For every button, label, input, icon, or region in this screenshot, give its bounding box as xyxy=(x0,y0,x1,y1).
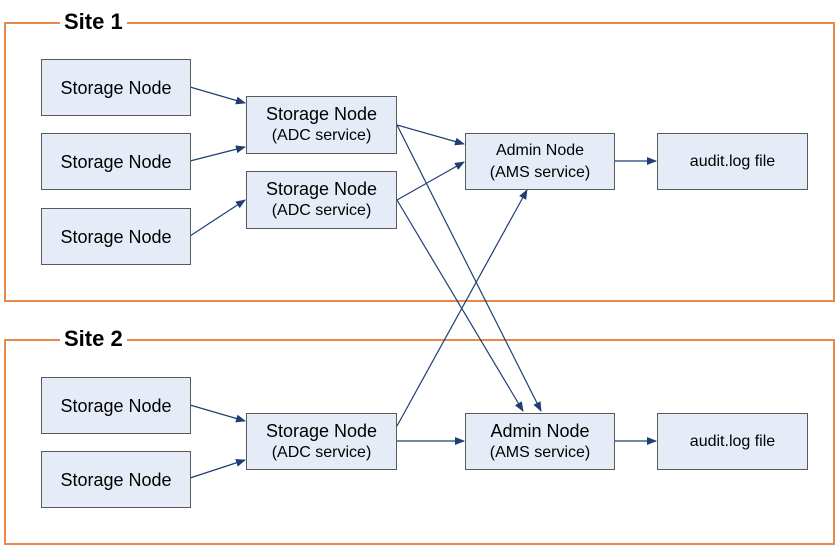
node-service: (ADC service) xyxy=(271,202,372,219)
node-title: Storage Node xyxy=(265,420,378,441)
node-label: Storage Node xyxy=(60,77,172,98)
node-service: (ADC service) xyxy=(271,127,372,144)
node-service: (AMS service) xyxy=(489,443,591,461)
arrow-s1-sn3-to-adc2 xyxy=(189,199,246,237)
site2-storage-node-1: Storage Node xyxy=(41,377,191,434)
node-title: Admin Node xyxy=(490,420,590,441)
site1-adc-node-2: Storage Node (ADC service) xyxy=(246,171,397,229)
node-service: (AMS service) xyxy=(489,163,591,181)
arrow-adc1-to-admin2 xyxy=(396,124,542,412)
site-1-label: Site 1 xyxy=(60,10,127,34)
site1-storage-node-1: Storage Node xyxy=(41,59,191,116)
site-1-container xyxy=(4,22,835,302)
arrow-s2-sn1-to-adc xyxy=(189,404,246,423)
arrow-s2-sn2-to-adc xyxy=(189,458,246,479)
node-title: Admin Node xyxy=(495,141,585,159)
site1-storage-node-3: Storage Node xyxy=(41,208,191,265)
arrow-s1-sn2-to-adc1 xyxy=(189,145,246,162)
site1-adc-node-1: Storage Node (ADC service) xyxy=(246,96,397,154)
node-label: Storage Node xyxy=(60,226,172,247)
arrow-s2adc-to-admin1 xyxy=(396,189,528,427)
node-label: Storage Node xyxy=(60,151,172,172)
site2-audit-log-file: audit.log file xyxy=(657,413,808,470)
site1-audit-log-file: audit.log file xyxy=(657,133,808,190)
arrow-adc2-to-admin1 xyxy=(396,161,465,201)
site2-admin-node: Admin Node (AMS service) xyxy=(465,413,615,470)
file-label: audit.log file xyxy=(689,432,776,450)
site-2-label: Site 2 xyxy=(60,327,127,351)
node-service: (ADC service) xyxy=(271,443,372,461)
arrow-adc1-to-admin1 xyxy=(396,124,465,146)
file-label: audit.log file xyxy=(689,152,776,170)
node-label: Storage Node xyxy=(60,469,172,490)
arrow-s1-sn1-to-adc1 xyxy=(189,86,246,105)
site1-storage-node-2: Storage Node xyxy=(41,133,191,190)
arrow-adc2-to-admin2 xyxy=(396,199,524,412)
site1-admin-node: Admin Node (AMS service) xyxy=(465,133,615,190)
site2-storage-node-2: Storage Node xyxy=(41,451,191,508)
node-title: Storage Node xyxy=(265,104,378,124)
node-title: Storage Node xyxy=(265,179,378,199)
node-label: Storage Node xyxy=(60,395,172,416)
site2-adc-node: Storage Node (ADC service) xyxy=(246,413,397,470)
site-2-container xyxy=(4,339,835,545)
